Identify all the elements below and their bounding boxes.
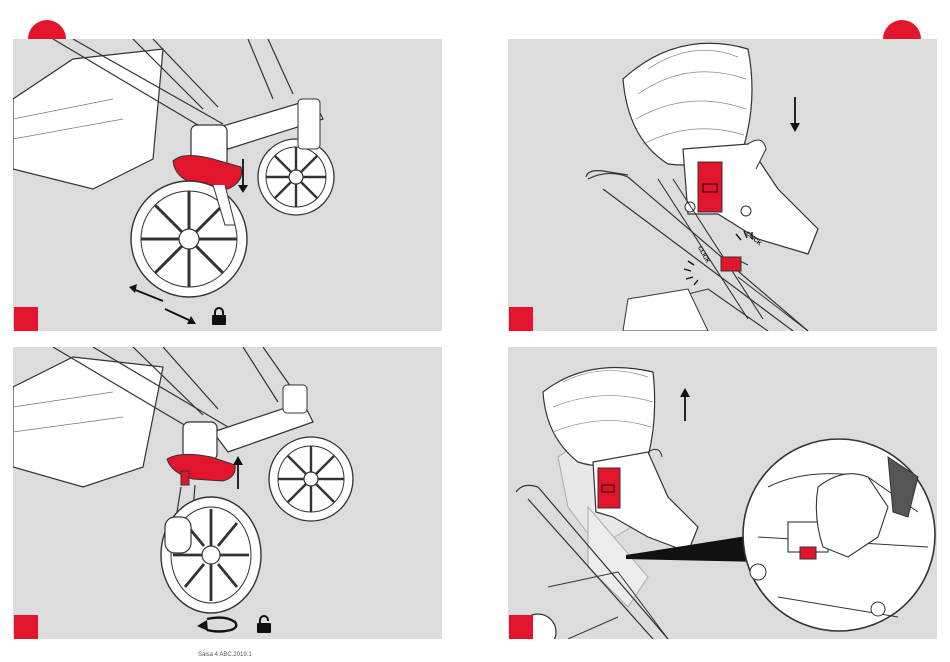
illustration-wheel-release <box>13 347 442 639</box>
panel-wheel-attach <box>13 39 442 331</box>
step-marker-square <box>509 307 533 331</box>
lock-closed-icon <box>211 307 227 325</box>
rotate-arrow-icon <box>195 615 241 633</box>
lock-open-icon <box>256 615 272 633</box>
step-marker-square <box>509 615 533 639</box>
panel-seat-attach: CLICK CLICK <box>508 39 937 331</box>
step-marker-square <box>14 615 38 639</box>
illustration-wheel-attach <box>13 39 442 331</box>
step-marker-square <box>14 307 38 331</box>
panel-wheel-release <box>13 347 442 639</box>
footer-doc-code: Salsa 4 ABC.2019.1 <box>198 652 252 658</box>
panel-seat-release <box>508 347 937 639</box>
illustration-seat-release <box>508 347 937 639</box>
illustration-seat-attach <box>508 39 937 331</box>
